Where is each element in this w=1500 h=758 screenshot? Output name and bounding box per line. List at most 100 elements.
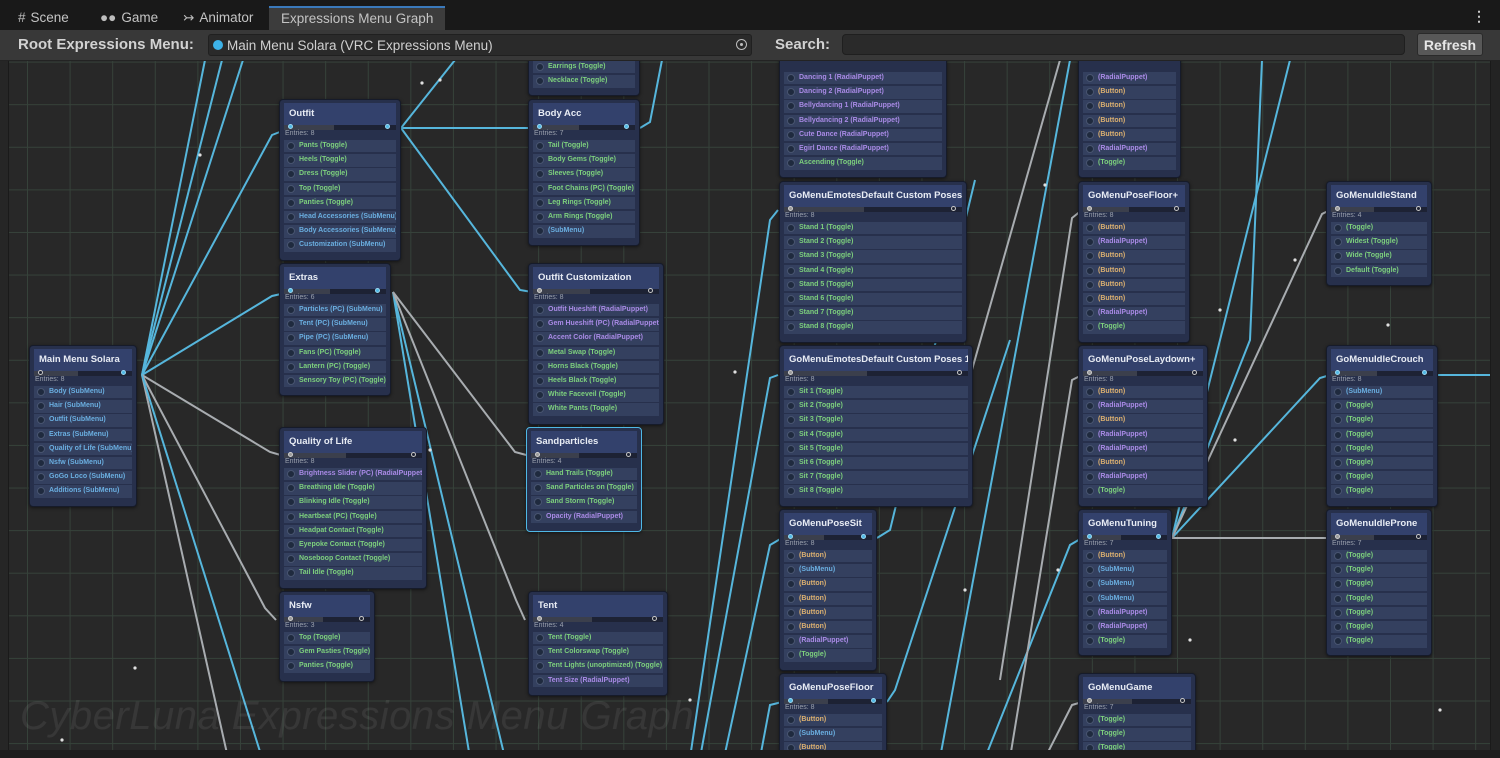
menu-entry[interactable]: (RadialPuppet) xyxy=(1083,143,1176,156)
menu-entry[interactable]: Fans (PC) (Toggle) xyxy=(284,346,386,359)
menu-node-poselaydown[interactable]: GoMenuPoseLaydown+Entries: 8(Button)(Rad… xyxy=(1078,345,1208,507)
input-port[interactable] xyxy=(288,124,293,129)
menu-entry[interactable]: (Toggle) xyxy=(1331,428,1433,441)
menu-entry[interactable]: White Pants (Toggle) xyxy=(533,403,659,416)
menu-entry[interactable]: Dress (Toggle) xyxy=(284,168,396,181)
menu-entry[interactable]: (Button) xyxy=(1083,250,1185,263)
menu-entry[interactable]: Accent Color (RadialPuppet) xyxy=(533,332,659,345)
menu-entry[interactable]: Stand 8 (Toggle) xyxy=(784,321,962,334)
menu-entry[interactable]: (Button) xyxy=(1083,222,1185,235)
menu-entry[interactable]: (RadialPuppet) xyxy=(1083,236,1185,249)
output-port[interactable] xyxy=(871,698,876,703)
menu-entry[interactable]: Stand 2 (Toggle) xyxy=(784,236,962,249)
output-port[interactable] xyxy=(652,616,657,621)
menu-entry[interactable]: Horns Black (Toggle) xyxy=(533,360,659,374)
menu-entry[interactable]: (Toggle) xyxy=(784,649,872,662)
menu-entry[interactable]: (Toggle) xyxy=(1331,222,1427,235)
output-port[interactable] xyxy=(375,288,380,293)
menu-entry[interactable]: (Button) xyxy=(1083,293,1185,306)
menu-entry[interactable]: (Button) xyxy=(1083,278,1185,292)
input-port[interactable] xyxy=(1335,370,1340,375)
menu-entry[interactable]: GoGo Loco (SubMenu) xyxy=(34,471,132,484)
menu-entry[interactable]: (Toggle) xyxy=(1331,550,1427,563)
node-title[interactable]: Tent xyxy=(533,595,663,617)
refresh-button[interactable]: Refresh xyxy=(1417,33,1483,56)
menu-entry[interactable]: Pipe (PC) (SubMenu) xyxy=(284,332,386,345)
output-port[interactable] xyxy=(1180,698,1185,703)
menu-entry[interactable]: White Faceveil (Toggle) xyxy=(533,389,659,402)
menu-entry[interactable]: (Button) xyxy=(1083,86,1176,99)
menu-entry[interactable]: Sit 5 (Toggle) xyxy=(784,442,968,456)
menu-entry[interactable]: Stand 7 (Toggle) xyxy=(784,307,962,320)
menu-entry[interactable]: (Button) xyxy=(784,606,872,620)
menu-entry[interactable]: (Toggle) xyxy=(1331,635,1427,648)
menu-entry[interactable]: (Button) xyxy=(784,592,872,605)
output-port[interactable] xyxy=(385,124,390,129)
scrollbar[interactable] xyxy=(1490,60,1500,758)
menu-entry[interactable]: (RadialPuppet) xyxy=(1083,442,1203,456)
output-port[interactable] xyxy=(951,206,956,211)
menu-entry[interactable]: Body (SubMenu) xyxy=(34,386,132,399)
menu-entry[interactable]: Nsfw (SubMenu) xyxy=(34,457,132,470)
menu-entry[interactable]: Top (Toggle) xyxy=(284,182,396,195)
menu-entry[interactable]: Sit 3 (Toggle) xyxy=(784,414,968,427)
menu-entry[interactable]: Top (Toggle) xyxy=(284,632,370,645)
menu-entry[interactable]: Gem Pasties (Toggle) xyxy=(284,646,370,659)
menu-entry[interactable]: (Button) xyxy=(1083,414,1203,427)
menu-entry[interactable]: Sit 7 (Toggle) xyxy=(784,471,968,484)
menu-entry[interactable]: (SubMenu) xyxy=(1331,386,1433,399)
menu-entry[interactable]: (Button) xyxy=(1083,457,1203,470)
menu-entry[interactable]: Sensory Toy (PC) (Toggle) xyxy=(284,375,386,388)
menu-entry[interactable]: Stand 1 (Toggle) xyxy=(784,222,962,235)
menu-entry[interactable]: Heartbeat (PC) (Toggle) xyxy=(284,510,422,523)
menu-entry[interactable]: Cute Dance (RadialPuppet) xyxy=(784,128,942,142)
menu-entry[interactable]: Dancing 2 (RadialPuppet) xyxy=(784,86,942,99)
menu-entry[interactable]: Breathing Idle (Toggle) xyxy=(284,482,422,495)
menu-entry[interactable]: Outfit (SubMenu) xyxy=(34,414,132,427)
menu-entry[interactable]: Stand 6 (Toggle) xyxy=(784,293,962,306)
object-picker-icon[interactable] xyxy=(736,39,747,50)
menu-entry[interactable]: (Toggle) xyxy=(1331,414,1433,427)
node-title[interactable]: GoMenuPoseSit xyxy=(784,513,872,535)
menu-entry[interactable]: (Button) xyxy=(1083,128,1176,142)
menu-entry[interactable]: (Button) xyxy=(1083,114,1176,127)
menu-entry[interactable]: (Button) xyxy=(784,621,872,634)
menu-entry[interactable]: Foot Chains (PC) (Toggle) xyxy=(533,182,635,195)
menu-entry[interactable]: Hair (SubMenu) xyxy=(34,400,132,413)
output-port[interactable] xyxy=(1192,370,1197,375)
output-port[interactable] xyxy=(1422,370,1427,375)
menu-entry[interactable]: (Button) xyxy=(784,714,882,727)
node-title[interactable]: Nsfw xyxy=(284,595,370,617)
menu-entry[interactable]: Hand Trails (Toggle) xyxy=(531,468,637,481)
node-title[interactable]: Outfit xyxy=(284,103,396,125)
menu-entry[interactable]: (SubMenu) xyxy=(784,728,882,741)
menu-entry[interactable]: (SubMenu) xyxy=(784,564,872,577)
menu-entry[interactable]: Stand 3 (Toggle) xyxy=(784,250,962,263)
menu-entry[interactable]: Particles (PC) (SubMenu) xyxy=(284,304,386,317)
menu-entry[interactable]: (Toggle) xyxy=(1083,635,1167,648)
input-port[interactable] xyxy=(288,616,293,621)
menu-entry[interactable]: (RadialPuppet) xyxy=(1083,621,1167,634)
menu-entry[interactable]: Outfit Hueshift (RadialPuppet) xyxy=(533,304,659,317)
graph-canvas[interactable]: CyberLuna Expressions Menu Graph Earring… xyxy=(8,0,1490,750)
menu-entry[interactable]: Egirl Dance (RadialPuppet) xyxy=(784,143,942,156)
tab-game[interactable]: ●●Game xyxy=(100,6,158,30)
menu-entry[interactable]: Sit 8 (Toggle) xyxy=(784,485,968,498)
menu-entry[interactable]: Body Gems (Toggle) xyxy=(533,154,635,167)
menu-entry[interactable]: (RadialPuppet) xyxy=(784,635,872,648)
menu-entry[interactable]: Stand 5 (Toggle) xyxy=(784,278,962,292)
output-port[interactable] xyxy=(121,370,126,375)
input-port[interactable] xyxy=(1335,534,1340,539)
menu-entry[interactable]: (Toggle) xyxy=(1331,606,1427,620)
menu-entry[interactable]: Dancing 1 (RadialPuppet) xyxy=(784,72,942,85)
node-title[interactable]: GoMenuPoseFloor xyxy=(784,677,882,699)
menu-entry[interactable]: (Toggle) xyxy=(1331,592,1427,605)
